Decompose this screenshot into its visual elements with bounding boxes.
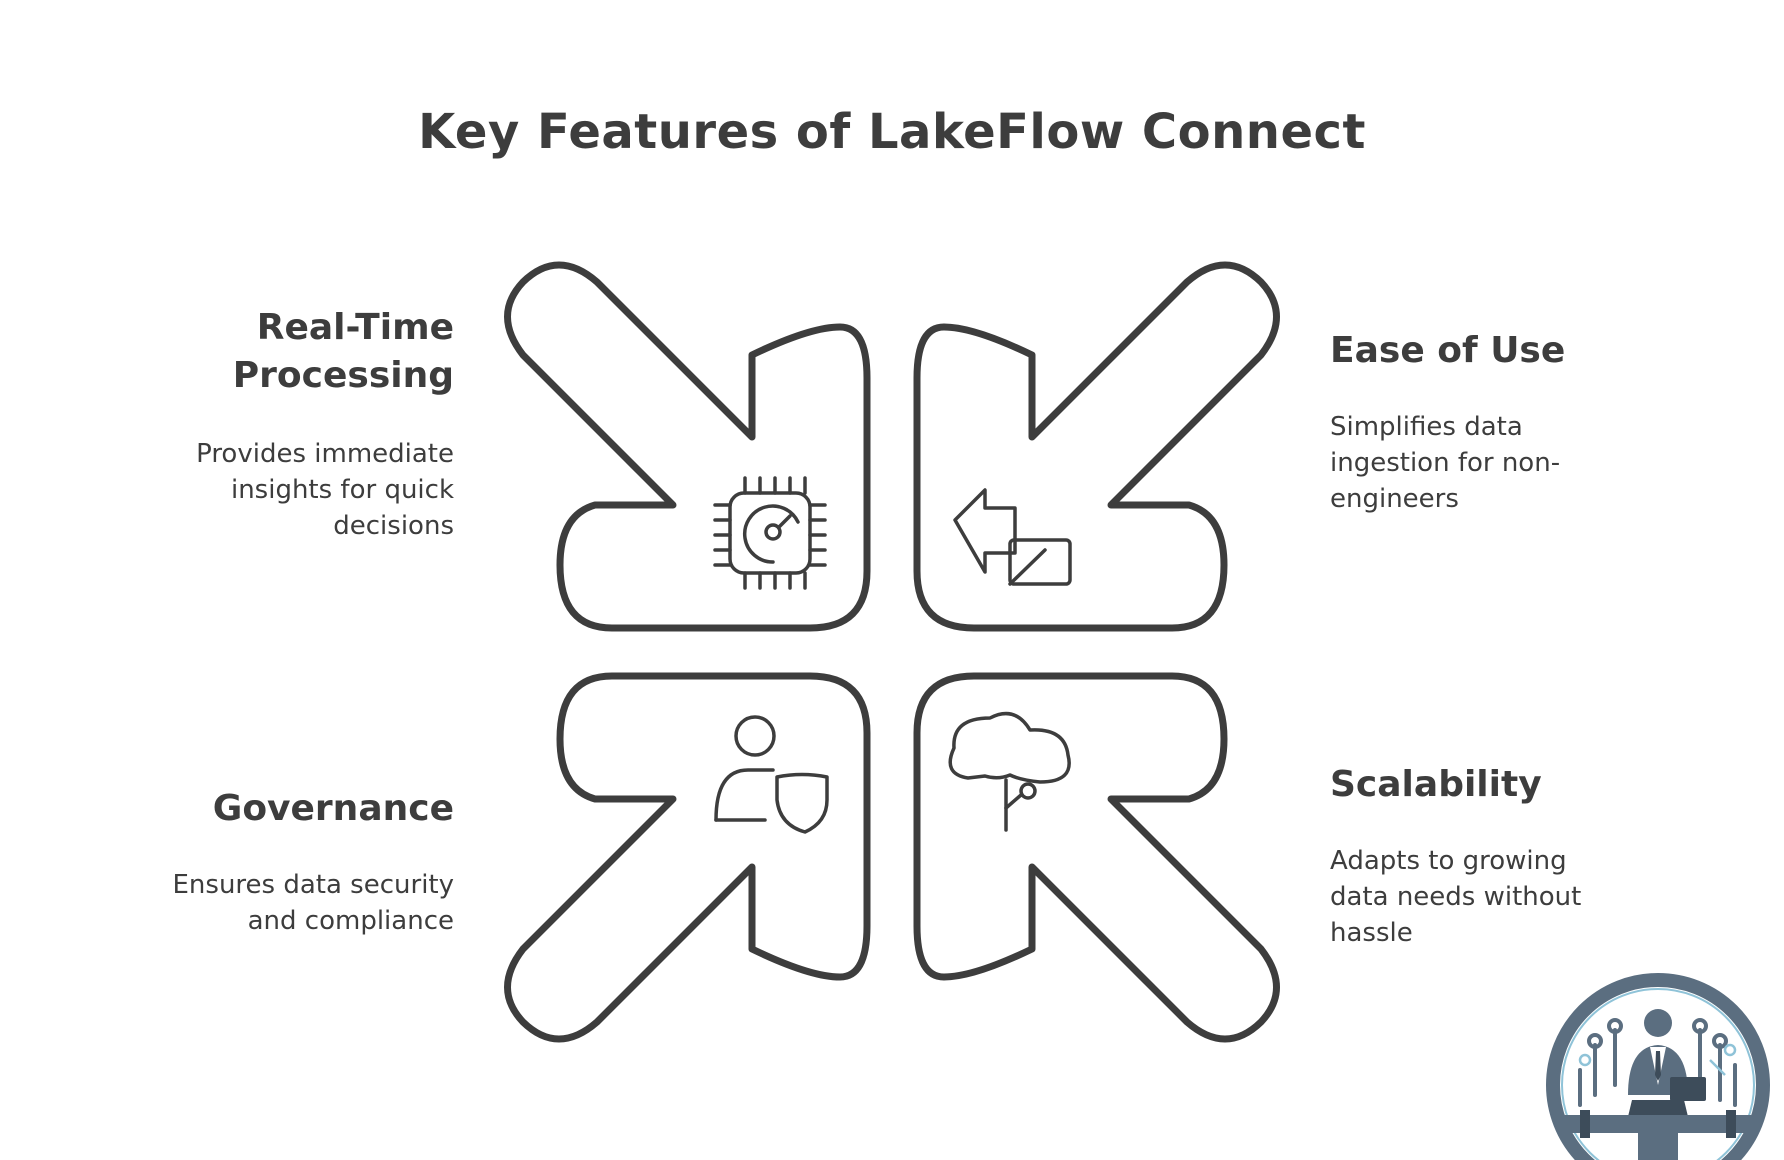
feature-title: Real-Time Processing bbox=[134, 304, 454, 400]
feature-description-line: hassle bbox=[1330, 918, 1413, 948]
feature-ease-of-use: Ease of Use Simplifies data ingestion fo… bbox=[1330, 327, 1630, 517]
processor-gauge-icon bbox=[713, 476, 827, 590]
feature-description-line: insights for quick bbox=[230, 475, 454, 505]
feature-real-time-processing: Real-Time Processing Provides immediate … bbox=[134, 304, 454, 544]
feature-title-line: Processing bbox=[232, 355, 454, 396]
feature-description-line: Simplifies data bbox=[1330, 412, 1523, 442]
feature-description-line: Ensures data security bbox=[172, 870, 455, 900]
feature-description-line: Adapts to growing bbox=[1330, 846, 1567, 876]
feature-description: Simplifies data ingestion for non- engin… bbox=[1330, 409, 1630, 517]
feature-description: Adapts to growing data needs without has… bbox=[1330, 843, 1650, 951]
arrow-bottom-left bbox=[504, 672, 871, 1043]
arrow-import-icon bbox=[953, 488, 1072, 586]
feature-description-line: ingestion for non- bbox=[1330, 448, 1561, 478]
page-title: Key Features of LakeFlow Connect bbox=[418, 104, 1366, 160]
feature-title: Ease of Use bbox=[1330, 330, 1566, 371]
feature-description-line: data needs without bbox=[1330, 882, 1582, 912]
tree-cloud-icon bbox=[948, 711, 1071, 832]
user-shield-icon bbox=[714, 715, 829, 834]
feature-description-line: decisions bbox=[333, 511, 454, 541]
feature-title-line: Real-Time bbox=[256, 307, 454, 348]
feature-scalability: Scalability Adapts to growing data needs… bbox=[1330, 761, 1650, 951]
feature-description: Ensures data security and compliance bbox=[94, 867, 455, 939]
feature-description-line: and compliance bbox=[247, 906, 454, 936]
feature-description-line: Provides immediate bbox=[196, 439, 454, 469]
brand-logo bbox=[1540, 965, 1784, 1160]
arrow-bottom-right bbox=[913, 672, 1280, 1043]
feature-title: Scalability bbox=[1330, 764, 1542, 805]
feature-description: Provides immediate insights for quick de… bbox=[134, 436, 454, 544]
feature-title: Governance bbox=[212, 788, 454, 829]
arrow-top-right bbox=[913, 261, 1280, 632]
feature-description-line: engineers bbox=[1330, 484, 1459, 514]
arrow-top-left bbox=[504, 261, 871, 632]
engineer-logo-icon bbox=[1546, 973, 1770, 1160]
feature-governance: Governance Ensures data security and com… bbox=[94, 785, 455, 939]
